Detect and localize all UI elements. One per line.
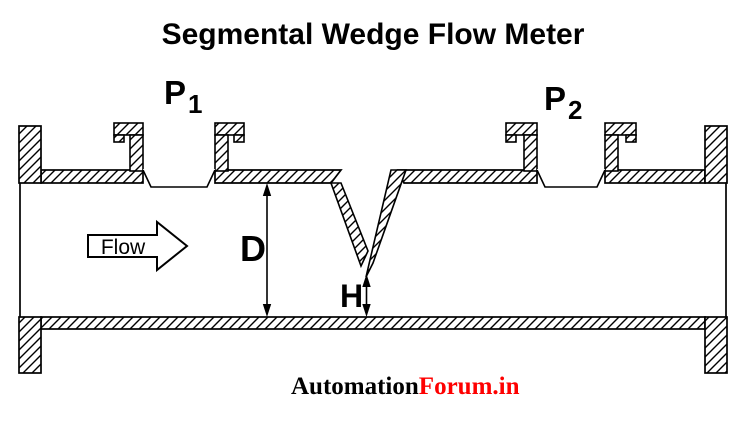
brand-part-black: Automation bbox=[291, 373, 419, 400]
pressure-tap-2-fitting bbox=[505, 122, 637, 188]
brand-part-red: Forum.in bbox=[418, 373, 520, 400]
p1-subscript: 1 bbox=[188, 89, 203, 119]
diagram-title: Segmental Wedge Flow Meter bbox=[161, 18, 585, 51]
flow-arrow bbox=[87, 219, 189, 273]
dimension-arrow-d bbox=[262, 183, 272, 317]
dimension-arrow-h bbox=[362, 274, 371, 317]
brand-watermark: AutomationForum.in bbox=[291, 374, 520, 399]
p1-base: P bbox=[164, 74, 187, 111]
pipe-top-wall bbox=[40, 169, 706, 184]
flow-label: Flow bbox=[100, 236, 146, 259]
pressure-tap-1-fitting bbox=[113, 122, 245, 188]
pipe-bottom-wall bbox=[40, 316, 706, 330]
pressure-tap-1-label: P1 bbox=[164, 74, 202, 117]
right-flange bbox=[704, 125, 728, 374]
wedge-element bbox=[329, 169, 408, 278]
p2-subscript: 2 bbox=[568, 95, 583, 125]
p2-base: P bbox=[544, 80, 567, 117]
pressure-tap-2-label: P2 bbox=[544, 80, 582, 123]
gap-height-dimension-label: H bbox=[340, 278, 364, 314]
diameter-dimension-label: D bbox=[240, 228, 266, 269]
left-flange bbox=[18, 125, 42, 374]
